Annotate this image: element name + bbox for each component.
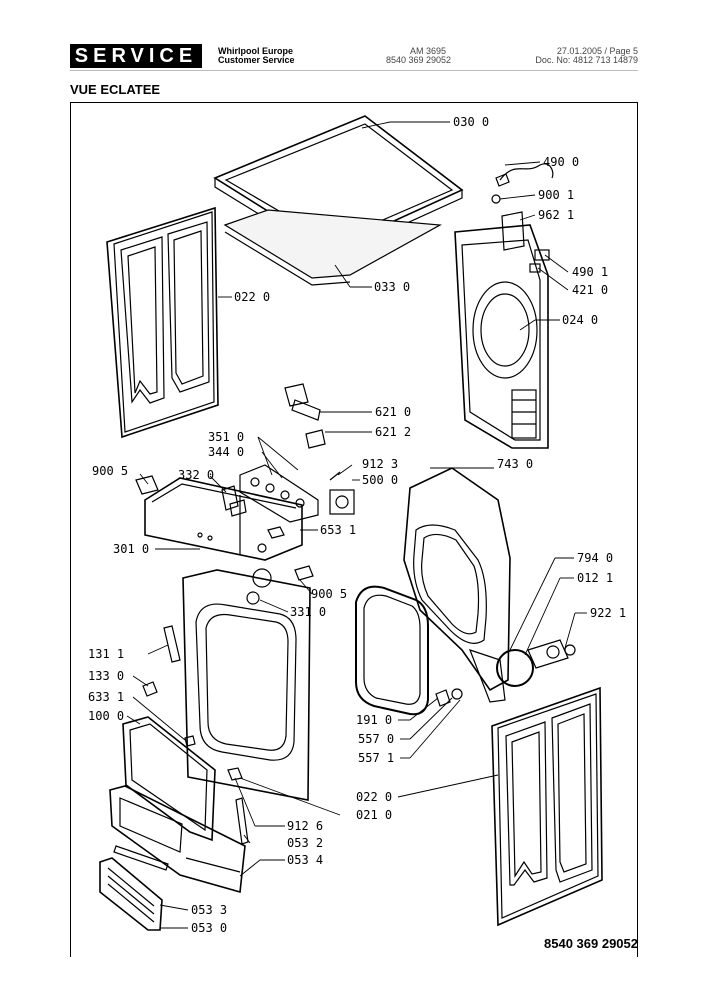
callout-331-0: 331 0 [290,605,326,619]
clip-part [491,194,501,204]
callout-053-3: 053 3 [191,903,227,917]
callout-351-0: 351 0 [208,430,244,444]
callout-053-4: 053 4 [287,853,323,867]
clip-133-part [142,681,158,697]
diagram-frame [70,102,638,957]
connector-653-part [267,526,285,539]
callout-033-0: 033 0 [374,280,410,294]
knob-557-part [435,689,451,707]
service-door-inner-part [129,723,208,832]
belt-ring-part [496,649,534,687]
screw-900-5b-part [294,565,314,581]
plug-part [495,173,510,187]
document-number: Doc. No: 4812 713 14879 [535,55,638,65]
callout-021-0: 021 0 [356,808,392,822]
bearing-shaft-part [527,639,569,669]
callout-012-1: 012 1 [577,571,613,585]
company-line-1: Whirlpool Europe [218,46,293,56]
kickplate-vent-part [185,857,241,873]
filter-grille-slats-part [107,867,155,923]
callout-557-1: 557 1 [358,751,394,765]
rod-053-2-part [235,797,249,845]
model-line-1: AM 3695 [410,46,447,56]
callout-053-2: 053 2 [287,836,323,850]
callout-743-0: 743 0 [497,457,533,471]
power-cord-part [499,163,554,181]
callout-794-0: 794 0 [577,551,613,565]
service-brand-banner: SERVICE [70,44,202,68]
callout-332-0: 332 0 [178,468,214,482]
door-seal-part [355,585,429,716]
drum-support-part [403,467,511,703]
callout-900-1: 900 1 [538,188,574,202]
callout-022-0-right: 022 0 [356,790,392,804]
callout-922-1: 922 1 [590,606,626,620]
callout-022-0-left: 022 0 [234,290,270,304]
timer-part [329,489,355,515]
service-door-part [122,716,216,842]
bracket-621-part [284,383,326,449]
callout-557-0: 557 0 [358,732,394,746]
filter-grille-part [99,857,163,931]
screw-633-part [184,735,196,747]
callout-024-0: 024 0 [562,313,598,327]
top-plate-part [223,209,443,286]
switch-332-part [221,485,239,511]
callout-100-0: 100 0 [88,709,124,723]
callout-191-0: 191 0 [356,713,392,727]
callout-900-5-right: 900 5 [311,587,347,601]
callout-621-0: 621 0 [375,405,411,419]
control-panel-part [144,477,303,561]
callout-490-1: 490 1 [572,265,608,279]
company-line-2: Customer Service [218,55,295,65]
callout-621-2: 621 2 [375,425,411,439]
circuit-board-part [239,464,319,523]
bearing-part [546,645,560,659]
kickplate-053-4-part [109,785,246,894]
date-page: 27.01.2005 / Page 5 [556,46,638,56]
switch-332b-part [229,499,247,517]
washer-557-part [451,688,463,700]
footer-part-code: 8540 369 29052 [544,936,638,951]
hinge-131-part [163,625,181,663]
hinge-912-part [227,767,243,781]
callout-421-0: 421 0 [572,283,608,297]
callout-133-0: 133 0 [88,669,124,683]
bearing-cap-part [564,644,576,656]
callout-653-1: 653 1 [320,523,356,537]
callout-962-1: 962 1 [538,208,574,222]
callout-912-6: 912 6 [287,819,323,833]
callout-633-1: 633 1 [88,690,124,704]
callout-030-0: 030 0 [453,115,489,129]
right-side-panel-part [491,686,603,927]
filter-bar-part [113,845,169,871]
kickplate-inner-part [119,797,183,853]
callout-301-0: 301 0 [113,542,149,556]
wire-912-3-part [329,471,341,481]
callout-500-0: 500 0 [362,473,398,487]
callout-053-0: 053 0 [191,921,227,935]
callout-labels: 030 0 490 0 900 1 962 1 490 1 421 0 033 … [88,115,626,935]
section-title: VUE ECLATEE [70,82,161,97]
leader-lines [126,121,587,929]
left-side-panel-part [106,206,219,439]
callout-912-3: 912 3 [362,457,398,471]
model-line-2: 8540 369 29052 [386,55,452,65]
callout-344-0: 344 0 [208,445,244,459]
rear-panel-part [454,211,550,449]
callout-131-1: 131 1 [88,647,124,661]
front-panel-part [182,568,311,801]
header-divider [70,70,638,71]
screw-900-5-part [135,475,159,495]
callout-900-5-left: 900 5 [92,464,128,478]
callout-490-0: 490 0 [543,155,579,169]
